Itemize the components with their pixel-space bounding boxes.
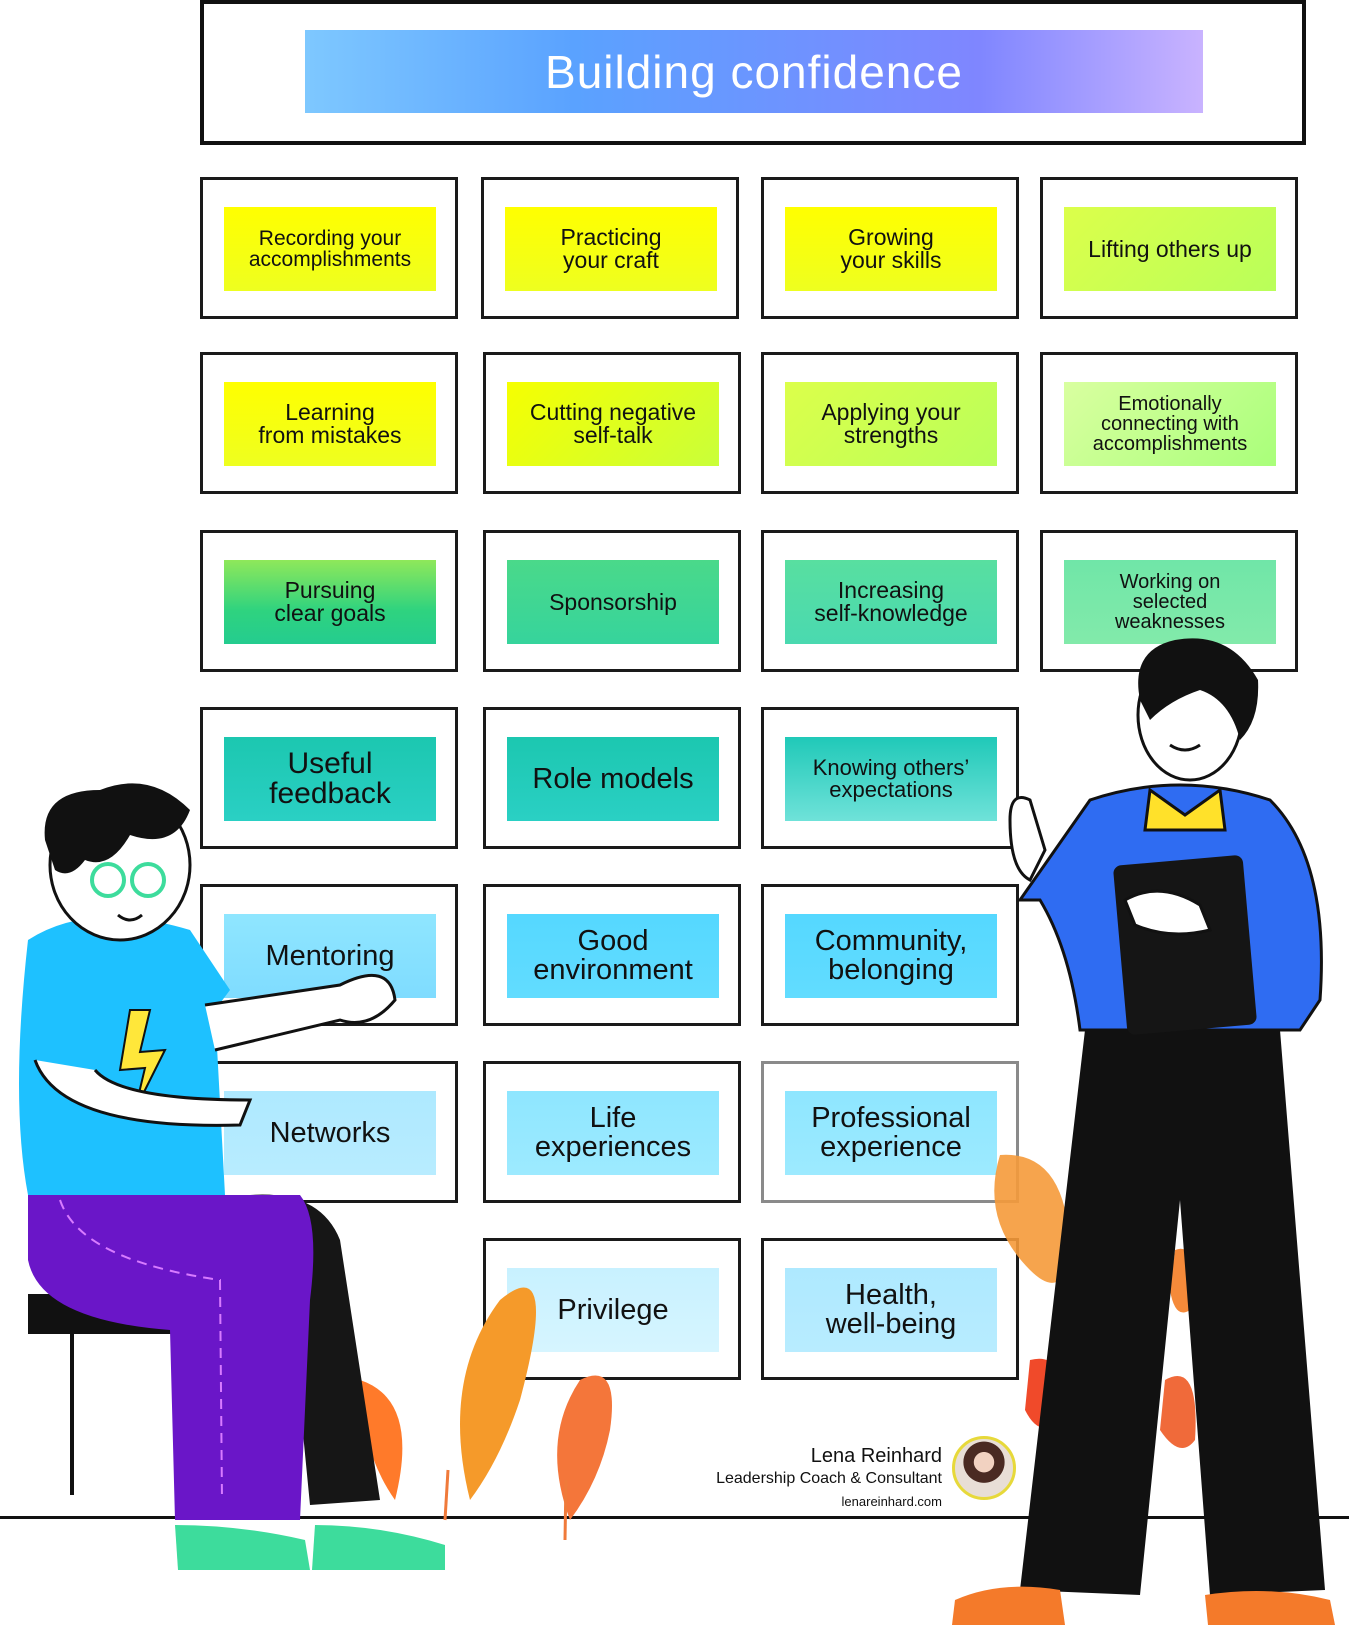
note-line: Emotionally	[1118, 393, 1222, 415]
note-line: Lifting others up	[1088, 235, 1252, 262]
note-line: Sponsorship	[549, 588, 677, 615]
note-line: Cutting negative	[529, 399, 697, 425]
seated-person-icon	[19, 783, 445, 1570]
note-line: your craft	[563, 247, 659, 273]
card-frame: Health,well-being	[761, 1238, 1019, 1380]
note-line: Applying your	[821, 399, 961, 425]
card-frame: Knowing others’expectations	[761, 707, 1019, 849]
note-line: Community,	[814, 925, 968, 957]
note-line: strengths	[843, 422, 939, 448]
card-frame: Mentoring	[200, 884, 458, 1026]
note-line: your skills	[840, 247, 942, 273]
avatar	[952, 1436, 1016, 1500]
card-frame: Lifting others up	[1040, 177, 1298, 319]
note-line: Privilege	[557, 1293, 669, 1326]
note-line: feedback	[269, 777, 391, 810]
card-frame: Role models	[483, 707, 741, 849]
card-frame: Community,belonging	[761, 884, 1019, 1026]
sticky-note: Sponsorship	[507, 560, 719, 644]
sticky-note: Networks	[224, 1091, 436, 1175]
note-line: accomplishments	[248, 248, 412, 271]
note-line: Role models	[532, 762, 694, 795]
note-line: Practicing	[560, 224, 662, 250]
note-line: self-knowledge	[814, 600, 968, 626]
ground-line	[0, 1516, 1349, 1519]
card-frame: Privilege	[483, 1238, 741, 1380]
sticky-note: Privilege	[507, 1268, 719, 1352]
note-line: Recording your	[258, 227, 402, 250]
sticky-note: Mentoring	[224, 914, 436, 998]
sticky-note: Community,belonging	[785, 914, 997, 998]
note-line: accomplishments	[1092, 433, 1248, 455]
note-line: environment	[533, 954, 693, 986]
note-line: experiences	[534, 1131, 692, 1163]
card-frame: Networks	[200, 1061, 458, 1203]
sticky-note: Role models	[507, 737, 719, 821]
note-line: Good	[577, 925, 649, 957]
sticky-note: Health,well-being	[785, 1268, 997, 1352]
credit-role: Leadership Coach & Consultant	[716, 1470, 942, 1487]
note-line: Pursuing	[284, 577, 376, 603]
note-line: Useful	[287, 747, 373, 780]
credit-name: Lena Reinhard	[810, 1445, 942, 1467]
note-line: from mistakes	[258, 422, 402, 448]
note-line: Working on	[1119, 571, 1221, 593]
note-line: Mentoring	[265, 939, 395, 972]
note-line: Growing	[848, 224, 934, 250]
note-line: Health,	[845, 1279, 937, 1311]
note-line: Networks	[269, 1116, 391, 1149]
sticky-note: Knowing others’expectations	[785, 737, 997, 821]
note-line: Learning	[285, 399, 375, 425]
note-line: clear goals	[274, 600, 386, 626]
page-title: Building confidence	[305, 30, 1203, 113]
note-line: well-being	[825, 1308, 957, 1340]
card-frame: Sponsorship	[483, 530, 741, 672]
note-line: belonging	[828, 954, 954, 986]
note-line: experience	[820, 1131, 962, 1163]
note-line: Life	[589, 1102, 637, 1134]
note-line: weaknesses	[1114, 611, 1226, 633]
standing-person-icon	[952, 638, 1335, 1625]
sticky-note: Lifting others up	[1064, 207, 1276, 291]
note-line: selected	[1132, 591, 1208, 613]
plant-left-icon	[360, 1287, 612, 1541]
note-line: Professional	[811, 1102, 971, 1134]
note-line: connecting with	[1101, 413, 1239, 435]
note-line: Increasing	[837, 577, 945, 603]
note-line: expectations	[829, 777, 953, 802]
note-line: Knowing others’	[812, 755, 970, 780]
credit-site: lenareinhard.com	[841, 1494, 942, 1509]
note-line: self-talk	[573, 422, 653, 448]
